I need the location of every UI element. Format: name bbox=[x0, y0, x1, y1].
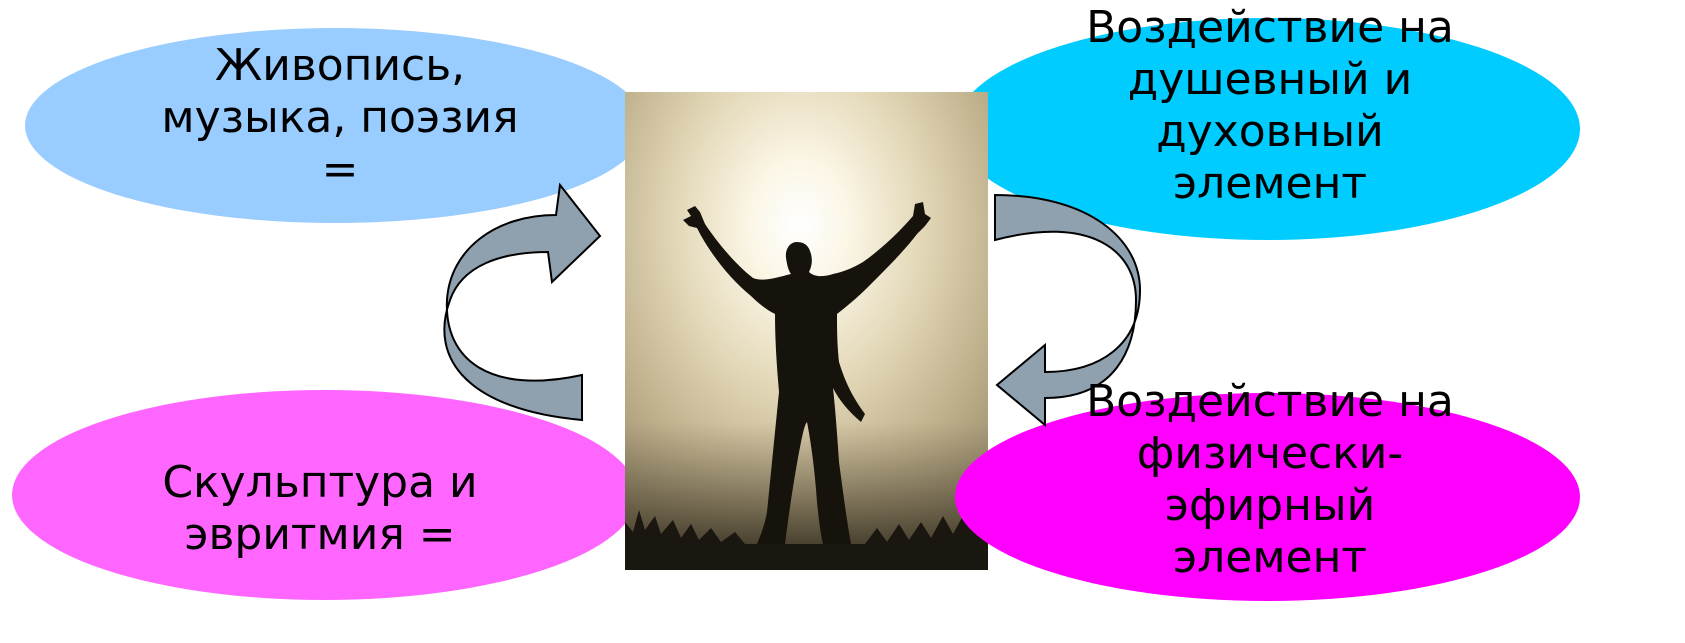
silhouette-person-image bbox=[625, 92, 988, 570]
top-right-label: Воздействие на душевный и духовный элеме… bbox=[1040, 2, 1500, 210]
bottom-right-label: Воздействие на физически- эфирный элемен… bbox=[1040, 376, 1500, 584]
bottom-left-label: Скульптура и эвритмия = bbox=[110, 457, 530, 561]
left-curved-arrow bbox=[444, 185, 600, 420]
top-left-label: Живопись, музыка, поэзия = bbox=[130, 40, 550, 196]
